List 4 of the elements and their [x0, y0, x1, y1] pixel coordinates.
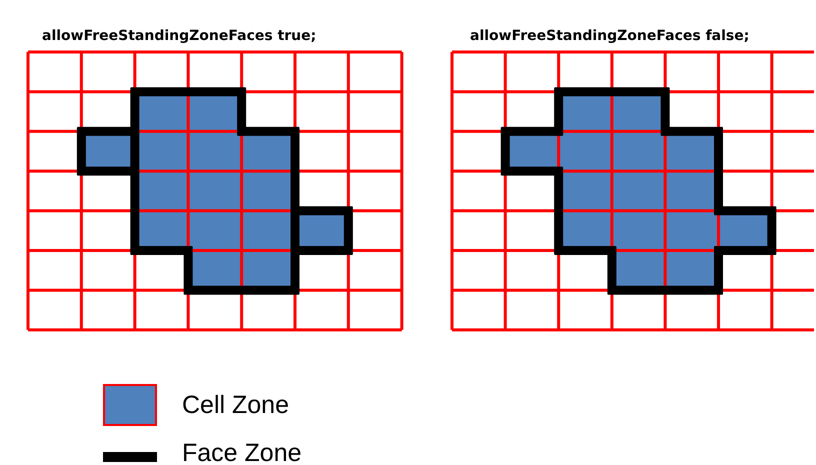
panel-title: allowFreeStandingZoneFaces true; [42, 28, 316, 44]
legend-label: Cell Zone [182, 391, 289, 420]
panel-title: allowFreeStandingZoneFaces false; [470, 28, 750, 44]
legend-label: Face Zone [182, 439, 302, 465]
